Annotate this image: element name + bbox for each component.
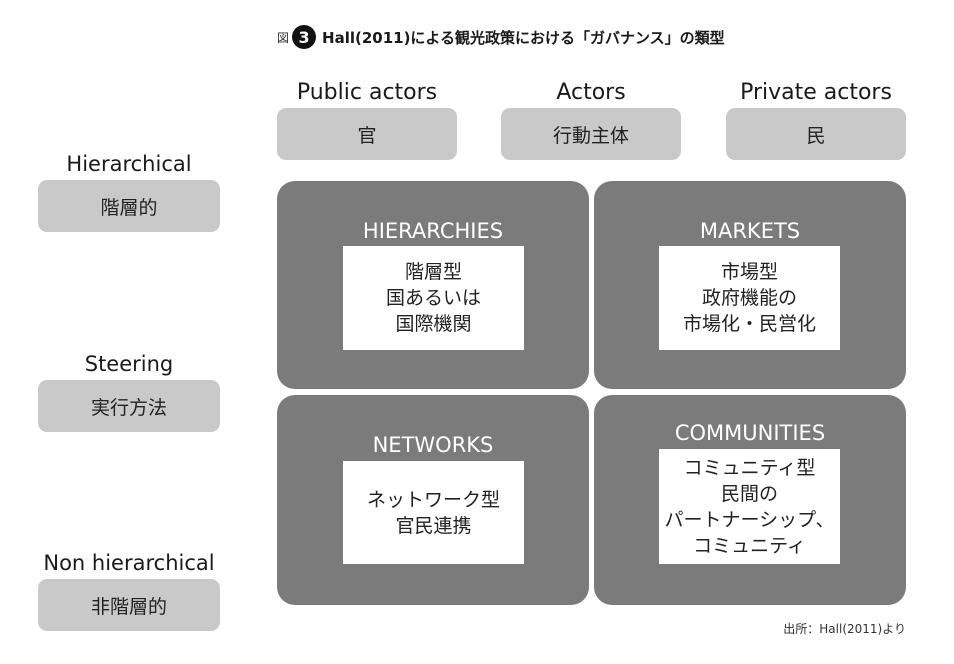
- row-steering-label: Steering: [84, 352, 174, 376]
- quadrant-text-line: 国際機関: [395, 313, 472, 335]
- quadrant-text-line: 官民連携: [395, 514, 472, 537]
- quadrant-text-line: 市場型: [720, 261, 778, 283]
- row-hierarchical-pill: 階層的: [38, 180, 220, 232]
- quadrant-text-line: 階層型: [404, 261, 462, 283]
- figure-title-text: Hall(2011)による観光政策における「ガバナンス」の類型: [322, 28, 725, 47]
- quadrant-text-line: 市場化・民営化: [682, 313, 816, 335]
- row-nonhierarchical-label: Non hierarchical: [43, 551, 215, 575]
- figure-prefix: 図: [277, 30, 290, 45]
- quadrant-text-line: パートナーシップ、: [664, 508, 835, 531]
- source-note: 出所：Hall(2011)より: [783, 622, 906, 636]
- row-steering-pill: 実行方法: [38, 380, 220, 432]
- quadrant-markets-title: MARKETS: [699, 219, 801, 243]
- quadrant-markets-body: 市場型 政府機能の 市場化・民営化: [659, 246, 840, 350]
- quadrant-text-line: 民間の: [720, 482, 778, 505]
- quadrant-text-line: 国あるいは: [385, 287, 481, 309]
- quadrant-communities-title: COMMUNITIES: [674, 421, 826, 445]
- column-private-pill: 民: [726, 108, 906, 160]
- figure-number-badge: 3: [292, 25, 317, 49]
- column-public-pill: 官: [277, 108, 457, 160]
- quadrant-hierarchies-body: 階層型 国あるいは 国際機関: [343, 246, 524, 350]
- column-public-label: Public actors: [296, 80, 438, 105]
- quadrant-networks-body: ネットワーク型 官民連携: [343, 461, 524, 564]
- column-actors-label: Actors: [556, 80, 626, 105]
- row-hierarchical-label: Hierarchical: [66, 152, 192, 176]
- figure-title: 図 3 Hall(2011)による観光政策における「ガバナンス」の類型: [277, 24, 725, 50]
- row-nonhierarchical-pill: 非階層的: [38, 579, 220, 631]
- quadrant-networks-title: NETWORKS: [372, 433, 494, 457]
- quadrant-text-line: コミュニティ型: [683, 456, 816, 479]
- column-actors-pill: 行動主体: [501, 108, 681, 160]
- column-private-label: Private actors: [740, 80, 892, 105]
- quadrant-text-line: コミュニティ: [693, 534, 806, 557]
- quadrant-text-line: 政府機能の: [701, 287, 797, 309]
- quadrant-communities-body: コミュニティ型 民間の パートナーシップ、 コミュニティ: [659, 449, 840, 564]
- quadrant-hierarchies-title: HIERARCHIES: [362, 219, 504, 243]
- quadrant-text-line: ネットワーク型: [366, 488, 500, 511]
